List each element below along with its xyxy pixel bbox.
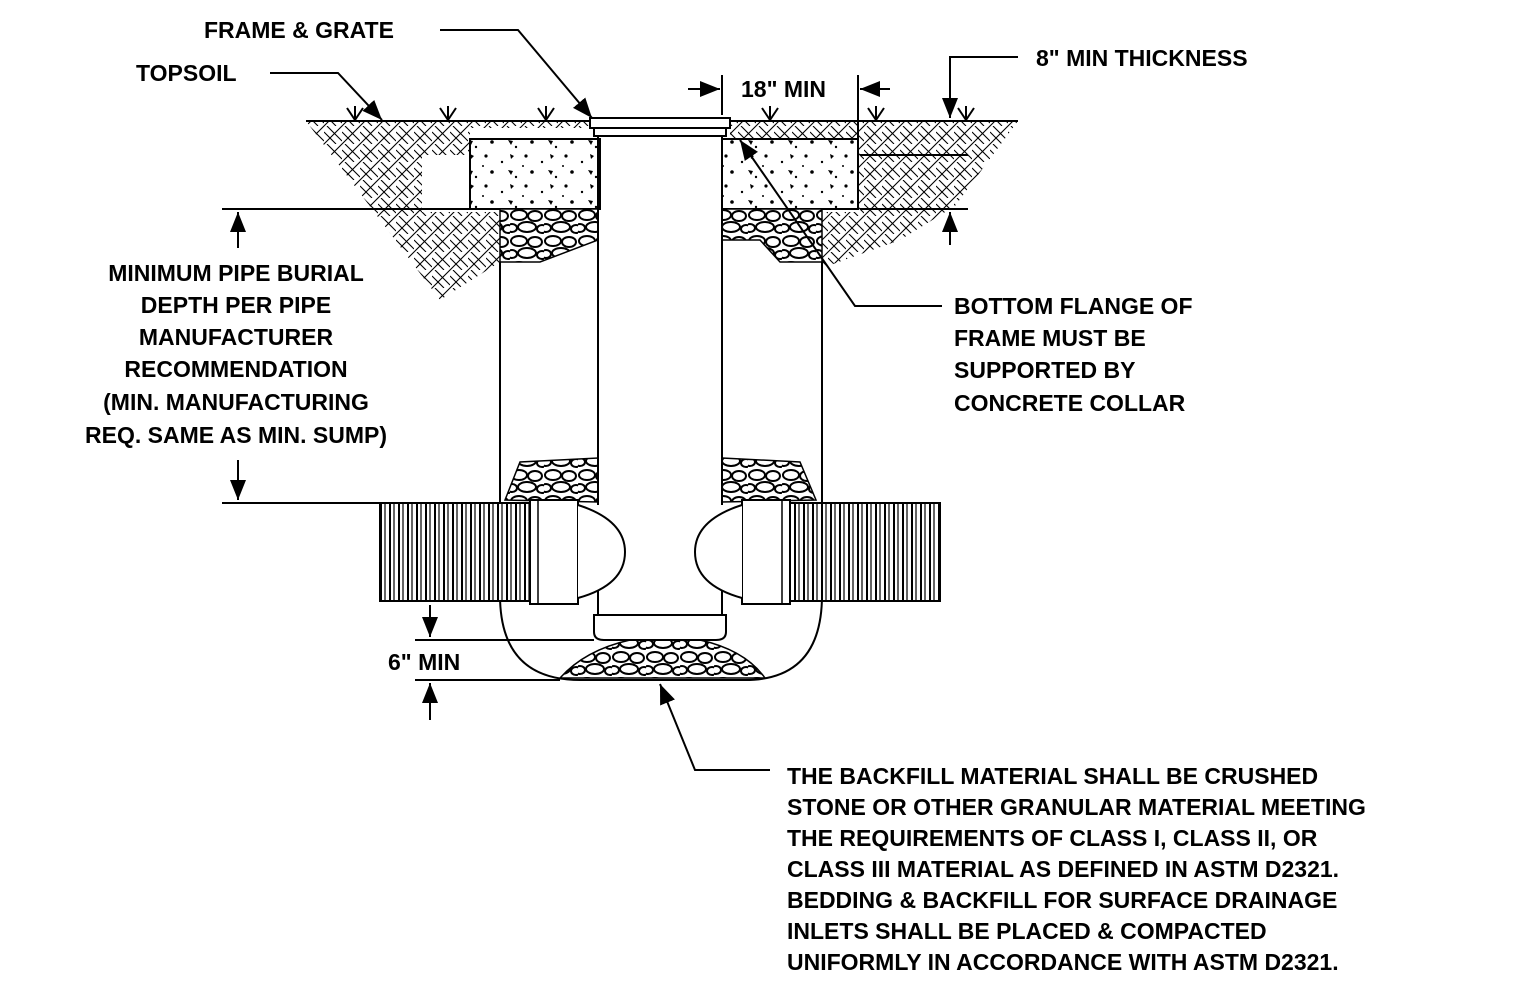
frame-grate-label: FRAME & GRATE bbox=[204, 17, 394, 43]
min-width-label: 18" MIN bbox=[741, 76, 826, 102]
burial-depth-line: RECOMMENDATION bbox=[124, 356, 347, 382]
riser-pipe bbox=[593, 128, 727, 641]
backfill-note-line: UNIFORMLY IN ACCORDANCE WITH ASTM D2321. bbox=[787, 949, 1339, 975]
bottom-flange-line: CONCRETE COLLAR bbox=[954, 390, 1186, 416]
left-inlet-pipe bbox=[379, 499, 627, 605]
bottom-flange-line: BOTTOM FLANGE OF bbox=[954, 293, 1193, 319]
bottom-flange-note: BOTTOM FLANGE OF FRAME MUST BE SUPPORTED… bbox=[954, 293, 1193, 416]
frame-and-grate bbox=[589, 117, 731, 137]
soil-section bbox=[306, 120, 1018, 300]
backfill-note-line: INLETS SHALL BE PLACED & COMPACTED bbox=[787, 918, 1267, 944]
burial-depth-line: (MIN. MANUFACTURING bbox=[103, 389, 369, 415]
burial-depth-line: REQ. SAME AS MIN. SUMP) bbox=[85, 422, 387, 448]
burial-depth-line: DEPTH PER PIPE bbox=[141, 292, 331, 318]
topsoil-label: TOPSOIL bbox=[136, 60, 237, 86]
backfill-note: THE BACKFILL MATERIAL SHALL BE CRUSHED S… bbox=[787, 763, 1366, 975]
backfill-note-line: CLASS III MATERIAL AS DEFINED IN ASTM D2… bbox=[787, 856, 1339, 882]
backfill-note-line: THE REQUIREMENTS OF CLASS I, CLASS II, O… bbox=[787, 825, 1318, 851]
bottom-flange-line: SUPPORTED BY bbox=[954, 357, 1135, 383]
min-thickness-label: 8" MIN THICKNESS bbox=[1036, 45, 1248, 71]
stone-backfill bbox=[499, 208, 823, 679]
burial-depth-line: MANUFACTURER bbox=[139, 324, 334, 350]
min-sump-label: 6" MIN bbox=[388, 649, 460, 675]
concrete-collar bbox=[469, 138, 859, 210]
dimension-lines bbox=[222, 29, 1018, 771]
right-outlet-pipe bbox=[693, 499, 941, 605]
backfill-note-line: BEDDING & BACKFILL FOR SURFACE DRAINAGE bbox=[787, 887, 1337, 913]
backfill-note-line: THE BACKFILL MATERIAL SHALL BE CRUSHED bbox=[787, 763, 1318, 789]
backfill-note-line: STONE OR OTHER GRANULAR MATERIAL MEETING bbox=[787, 794, 1366, 820]
bottom-flange-line: FRAME MUST BE bbox=[954, 325, 1146, 351]
burial-depth-note: MINIMUM PIPE BURIAL DEPTH PER PIPE MANUF… bbox=[85, 260, 387, 448]
burial-depth-line: MINIMUM PIPE BURIAL bbox=[108, 260, 364, 286]
